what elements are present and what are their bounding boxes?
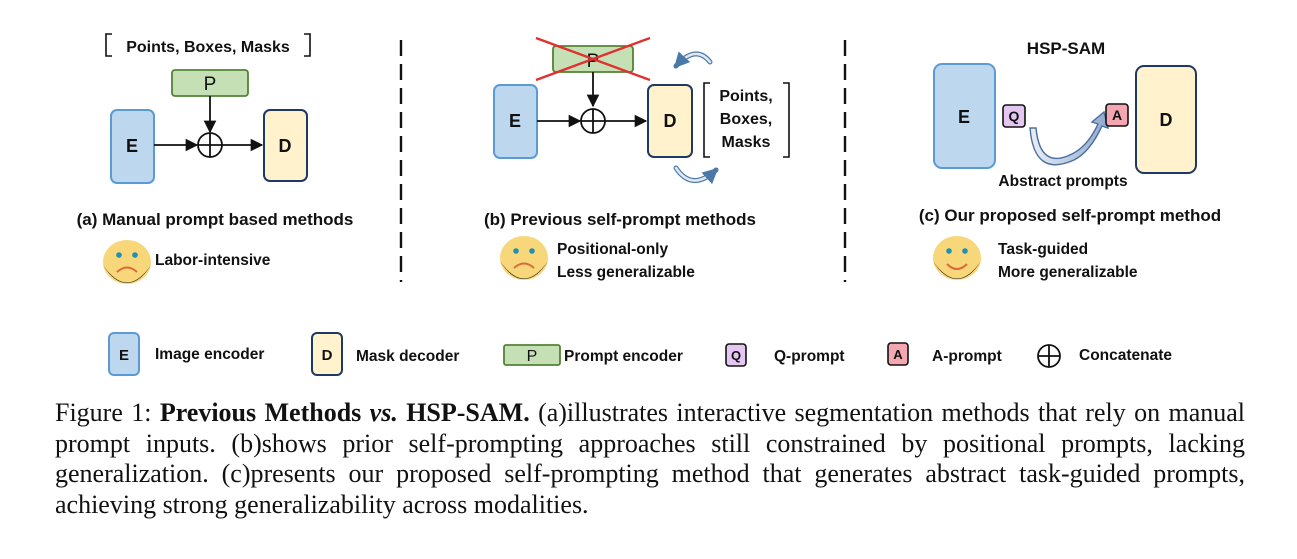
legend-concatenate-label: Concatenate	[1079, 347, 1172, 364]
image-encoder-block	[933, 63, 996, 169]
panel-a: Points, Boxes, Masks P E D (a) Manual pr…	[77, 33, 354, 284]
q-prompt-block	[1002, 104, 1026, 128]
output-prompts-line-3: Masks	[722, 134, 771, 151]
mask-decoder-symbol: D	[664, 111, 677, 131]
prompt-encoder-symbol: P	[587, 51, 600, 72]
caption-body: (a)illustrates interactive segmentation …	[55, 398, 1245, 519]
panel-b-verdict-line-2: Less generalizable	[557, 264, 695, 281]
legend-decoder-swatch	[311, 332, 343, 376]
figure-caption: Figure 1: Previous Methods vs. HSP-SAM. …	[55, 398, 1245, 520]
legend-encoder-swatch	[108, 332, 140, 376]
sad-face-icon	[500, 236, 548, 280]
concatenate-icon	[580, 108, 606, 134]
prompt-types-bracket: Points, Boxes, Masks	[105, 33, 311, 57]
legend-prompt-symbol: P	[527, 348, 538, 365]
panel-b-title: (b) Previous self-prompt methods	[484, 210, 756, 229]
panel-c-title: (c) Our proposed self-prompt method	[919, 206, 1221, 225]
a-prompt-block	[1105, 103, 1129, 127]
panel-c: HSP-SAM E Q A D Abstract prompts (c) Our…	[919, 39, 1221, 281]
legend-q-swatch	[725, 343, 747, 367]
legend-decoder-symbol: D	[322, 347, 333, 364]
mask-decoder-block	[647, 84, 693, 158]
abstract-prompt-arrow-icon	[1029, 110, 1109, 166]
sad-face-icon	[103, 240, 151, 284]
legend-encoder-symbol: E	[119, 347, 129, 364]
cross-out-icon	[535, 36, 651, 82]
image-encoder-symbol: E	[126, 136, 138, 156]
mask-decoder-block	[1135, 65, 1197, 174]
image-encoder-symbol: E	[958, 107, 970, 127]
legend: E Image encoder D Mask decoder P Prompt …	[108, 332, 1172, 376]
legend-concatenate-icon	[1037, 344, 1061, 368]
figure-diagram: Points, Boxes, Masks P E D (a) Manual pr…	[77, 33, 1221, 376]
prompt-encoder-symbol: P	[204, 74, 217, 95]
output-prompts-line-2: Boxes,	[720, 111, 772, 128]
legend-a-label: A-prompt	[932, 348, 1002, 365]
mask-decoder-symbol: D	[279, 136, 292, 156]
panel-c-header: HSP-SAM	[1027, 39, 1105, 58]
output-prompts-line-1: Points,	[719, 88, 772, 105]
panel-b-verdict-line-1: Positional-only	[557, 241, 668, 258]
legend-q-symbol: Q	[731, 348, 741, 363]
caption-prefix: Figure 1:	[55, 398, 160, 427]
panel-a-verdict: Labor-intensive	[155, 252, 271, 269]
legend-decoder-label: Mask decoder	[356, 348, 459, 365]
happy-face-icon	[933, 236, 981, 280]
panel-a-title: (a) Manual prompt based methods	[77, 210, 354, 229]
legend-q-label: Q-prompt	[774, 348, 845, 365]
legend-prompt-label: Prompt encoder	[564, 348, 683, 365]
image-encoder-block	[110, 109, 155, 184]
panel-b: P E D Points, Boxe	[484, 36, 790, 281]
mask-decoder-block	[263, 109, 308, 182]
mask-decoder-symbol: D	[1160, 110, 1173, 130]
q-prompt-symbol: Q	[1009, 108, 1020, 124]
legend-a-swatch	[887, 342, 909, 366]
legend-encoder-label: Image encoder	[155, 346, 264, 363]
image-encoder-symbol: E	[509, 111, 521, 131]
prompt-types-label: Points, Boxes, Masks	[126, 39, 290, 56]
caption-bold-vs: vs.	[369, 398, 398, 427]
caption-bold-title-1: Previous Methods	[159, 398, 370, 427]
panel-c-verdict-line-1: Task-guided	[998, 241, 1088, 258]
legend-a-symbol: A	[893, 347, 903, 362]
concatenate-icon	[197, 132, 223, 158]
cycle-arrow-icon	[673, 51, 719, 185]
legend-prompt-swatch	[503, 344, 561, 366]
panel-c-verdict-line-2: More generalizable	[998, 264, 1138, 281]
output-prompts-bracket: Points, Boxes, Masks	[703, 82, 790, 158]
abstract-prompts-label: Abstract prompts	[998, 173, 1127, 190]
a-prompt-symbol: A	[1112, 107, 1122, 123]
caption-bold-title-2: HSP-SAM.	[397, 398, 530, 427]
